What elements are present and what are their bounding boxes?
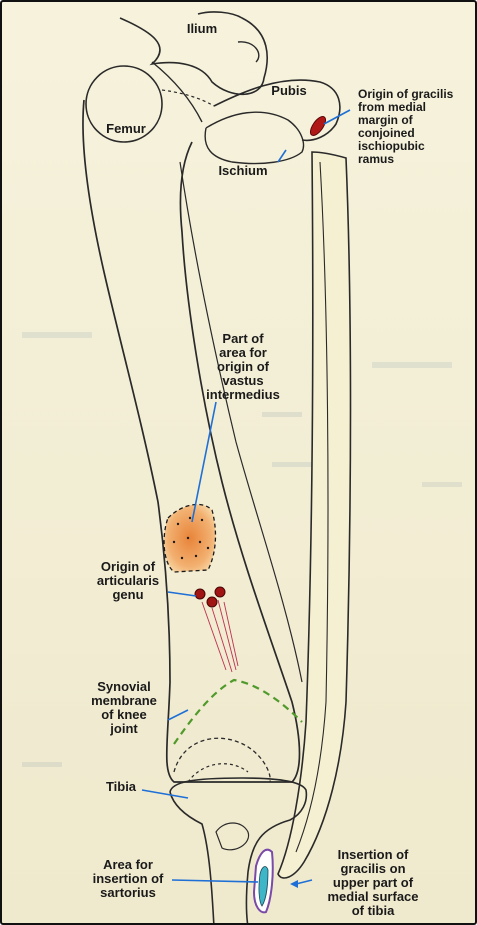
label-gracilis-insertion-line: gracilis on [314, 862, 432, 876]
label-ilium-text: Ilium [172, 22, 232, 36]
label-vastus-line: Part of [188, 332, 298, 346]
label-gracilis-insertion-line: upper part of [314, 876, 432, 890]
label-synovial-line: joint [78, 722, 170, 736]
label-femur-text: Femur [98, 122, 154, 136]
label-tibia: Tibia [96, 780, 146, 794]
label-vastus-line: origin of [188, 360, 298, 374]
label-pubis: Pubis [264, 84, 314, 98]
synovial-membrane [174, 680, 302, 744]
label-sartorius-line: sartorius [80, 886, 176, 900]
gracilis-muscle [278, 152, 351, 878]
label-synovial-line: membrane [78, 694, 170, 708]
label-gracilis-origin: Origin of gracilis from medial margin of… [358, 88, 476, 166]
label-articularis-origin: Origin of articularis genu [84, 560, 172, 602]
label-femur: Femur [98, 122, 154, 136]
label-gracilis-insertion-line: Insertion of [314, 848, 432, 862]
leader-vastus [192, 402, 216, 522]
label-gracilis-origin-line: ramus [358, 153, 476, 166]
label-gracilis-insertion-line: medial surface [314, 890, 432, 904]
label-synovial-line: Synovial [78, 680, 170, 694]
articularis-genu-marks [195, 587, 238, 672]
label-pubis-text: Pubis [264, 84, 314, 98]
label-sartorius-line: insertion of [80, 872, 176, 886]
label-vastus-area: Part of area for origin of vastus interm… [188, 332, 298, 402]
label-articularis-line: articularis [84, 574, 172, 588]
label-gracilis-insertion: Insertion of gracilis on upper part of m… [314, 848, 432, 918]
label-ischium-text: Ischium [208, 164, 278, 178]
leader-gracilis-insertion [296, 880, 312, 884]
label-gracilis-insertion-line: of tibia [314, 904, 432, 918]
label-articularis-line: Origin of [84, 560, 172, 574]
leader-synovial [168, 710, 188, 720]
ischium-outline [205, 112, 303, 163]
label-sartorius-area: Area for insertion of sartorius [80, 858, 176, 900]
label-synovial-line: of knee [78, 708, 170, 722]
label-vastus-line: intermedius [188, 388, 298, 402]
label-sartorius-line: Area for [80, 858, 176, 872]
label-ilium: Ilium [172, 22, 232, 36]
label-vastus-line: area for [188, 346, 298, 360]
label-tibia-text: Tibia [96, 780, 146, 794]
label-ischium: Ischium [208, 164, 278, 178]
label-synovial-membrane: Synovial membrane of knee joint [78, 680, 170, 736]
leader-articularis [168, 592, 196, 596]
label-articularis-line: genu [84, 588, 172, 602]
leader-sartorius [172, 880, 258, 882]
label-vastus-line: vastus [188, 374, 298, 388]
leader-tibia [142, 790, 188, 798]
